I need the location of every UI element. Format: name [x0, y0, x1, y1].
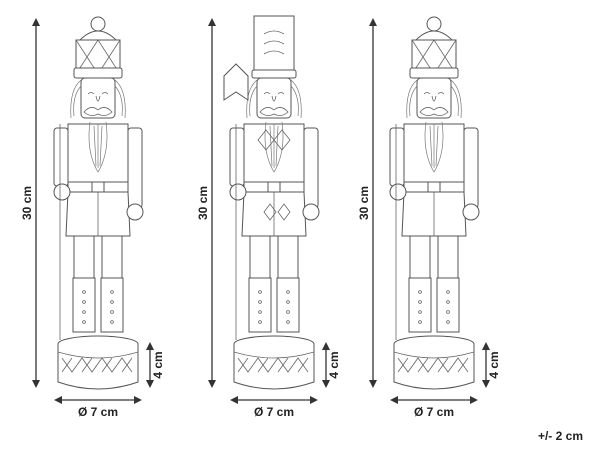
nutcracker-figure-middle: 30 cm 4 cm Ø 7 cm [196, 15, 341, 419]
height-label-middle: 30 cm [196, 186, 210, 220]
diameter-dimension-line-right [390, 396, 478, 404]
height-dimension-line-right [369, 18, 377, 388]
nutcracker-figure-left: 30 cm 4 cm Ø 7 cm [20, 16, 165, 419]
base-height-label-right: 4 cm [487, 351, 501, 378]
diameter-label-right: Ø 7 cm [414, 405, 454, 419]
diameter-dimension-line-middle [230, 396, 318, 404]
diameter-dimension-line-left [54, 396, 142, 404]
tolerance-note: +/- 2 cm [538, 429, 583, 443]
base-height-label-left: 4 cm [151, 351, 165, 378]
diameter-label-left: Ø 7 cm [78, 405, 118, 419]
base-height-dimension-line-left [146, 342, 154, 388]
height-dimension-line-middle [208, 18, 216, 388]
base-height-dimension-line-middle [322, 342, 330, 388]
base-height-dimension-line-right [482, 342, 490, 388]
base-height-label-middle: 4 cm [327, 351, 341, 378]
height-dimension-line-left [32, 18, 40, 388]
diameter-label-middle: Ø 7 cm [254, 405, 294, 419]
height-label-right: 30 cm [357, 186, 371, 220]
height-label-left: 30 cm [20, 186, 34, 220]
nutcracker-figure-right: 30 cm 4 cm Ø 7 cm [357, 16, 501, 419]
